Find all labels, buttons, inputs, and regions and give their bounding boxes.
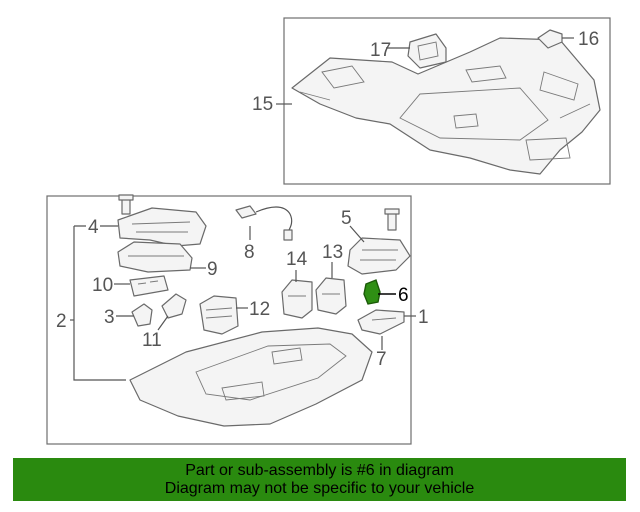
callout-17: 17 <box>370 40 391 61</box>
part-8-connector <box>235 205 293 241</box>
info-banner: Part or sub-assembly is #6 in diagram Di… <box>13 458 626 501</box>
callout-1: 1 <box>418 307 429 328</box>
parts-diagram: 17 16 15 4 8 5 9 14 13 10 6 2 3 12 1 11 … <box>46 17 611 445</box>
callout-10: 10 <box>92 275 113 296</box>
banner-line-2: Diagram may not be specific to your vehi… <box>164 480 475 497</box>
callout-12: 12 <box>249 299 270 320</box>
callout-9: 9 <box>207 259 218 280</box>
banner-line-1: Part or sub-assembly is #6 in diagram <box>185 462 454 479</box>
callout-7: 7 <box>376 349 387 370</box>
callout-8: 8 <box>244 242 255 263</box>
upper-assembly-box <box>283 17 611 185</box>
lower-assembly-box <box>46 195 412 445</box>
part-5-module <box>347 208 411 275</box>
part-11-clip <box>161 293 187 319</box>
part-4-bracket <box>117 194 207 247</box>
callout-14: 14 <box>286 249 308 270</box>
part-14-lamp <box>281 279 313 319</box>
callout-15: 15 <box>252 94 273 115</box>
part-12-module <box>199 295 239 335</box>
callout-5: 5 <box>341 208 352 229</box>
bracket-2 <box>73 226 126 381</box>
part-6-highlighted <box>363 279 381 305</box>
callout-11: 11 <box>142 330 162 351</box>
part-10-switch-panel <box>129 275 169 297</box>
leader-11 <box>157 315 169 331</box>
callout-2: 2 <box>56 311 67 332</box>
part-7-bracket <box>357 309 405 335</box>
callout-3: 3 <box>104 307 115 328</box>
callout-16: 16 <box>578 29 599 50</box>
part-2-overhead-console <box>129 327 373 427</box>
part-9-housing <box>117 241 193 273</box>
callout-6: 6 <box>398 285 409 306</box>
part-3-clip <box>131 303 153 327</box>
leader-5 <box>349 225 365 243</box>
part-15-console-frame <box>291 37 601 175</box>
callout-4: 4 <box>88 217 99 238</box>
part-17-bracket <box>407 33 447 69</box>
callout-13: 13 <box>322 242 343 263</box>
part-13-lamp <box>315 277 347 315</box>
